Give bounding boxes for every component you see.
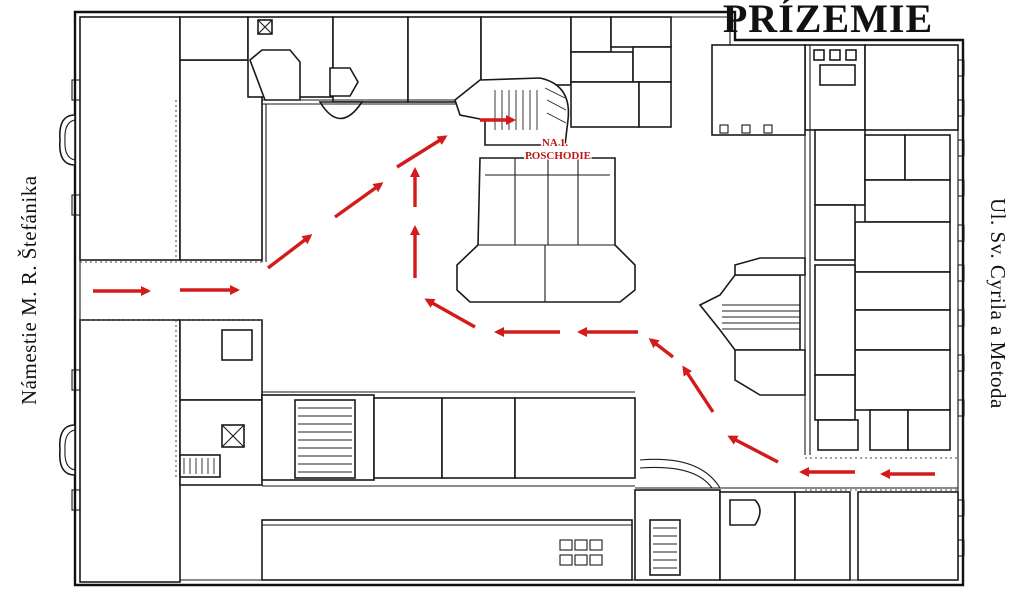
route-arrow bbox=[682, 365, 715, 413]
right-wing bbox=[698, 44, 965, 557]
route-arrows bbox=[93, 115, 935, 479]
bottom-wing bbox=[261, 391, 959, 581]
route-arrow bbox=[266, 234, 313, 270]
route-arrow bbox=[727, 435, 779, 464]
route-arrow bbox=[648, 338, 675, 359]
route-arrow bbox=[334, 182, 384, 219]
stairs-label-line2: POSCHODIE bbox=[525, 150, 591, 162]
right-street-label: Ul. Sv. Cyrila a Metoda bbox=[986, 198, 1010, 409]
route-arrow bbox=[424, 298, 476, 329]
stairs-label-line1: NA 1. bbox=[542, 137, 569, 149]
top-wing bbox=[247, 16, 672, 262]
floor-title: PRÍZEMIE bbox=[723, 0, 933, 41]
left-wing bbox=[58, 16, 263, 583]
central-block bbox=[454, 77, 636, 303]
route-arrow bbox=[396, 135, 448, 169]
left-street-label: Námestie M. R. Štefánika bbox=[17, 175, 41, 405]
